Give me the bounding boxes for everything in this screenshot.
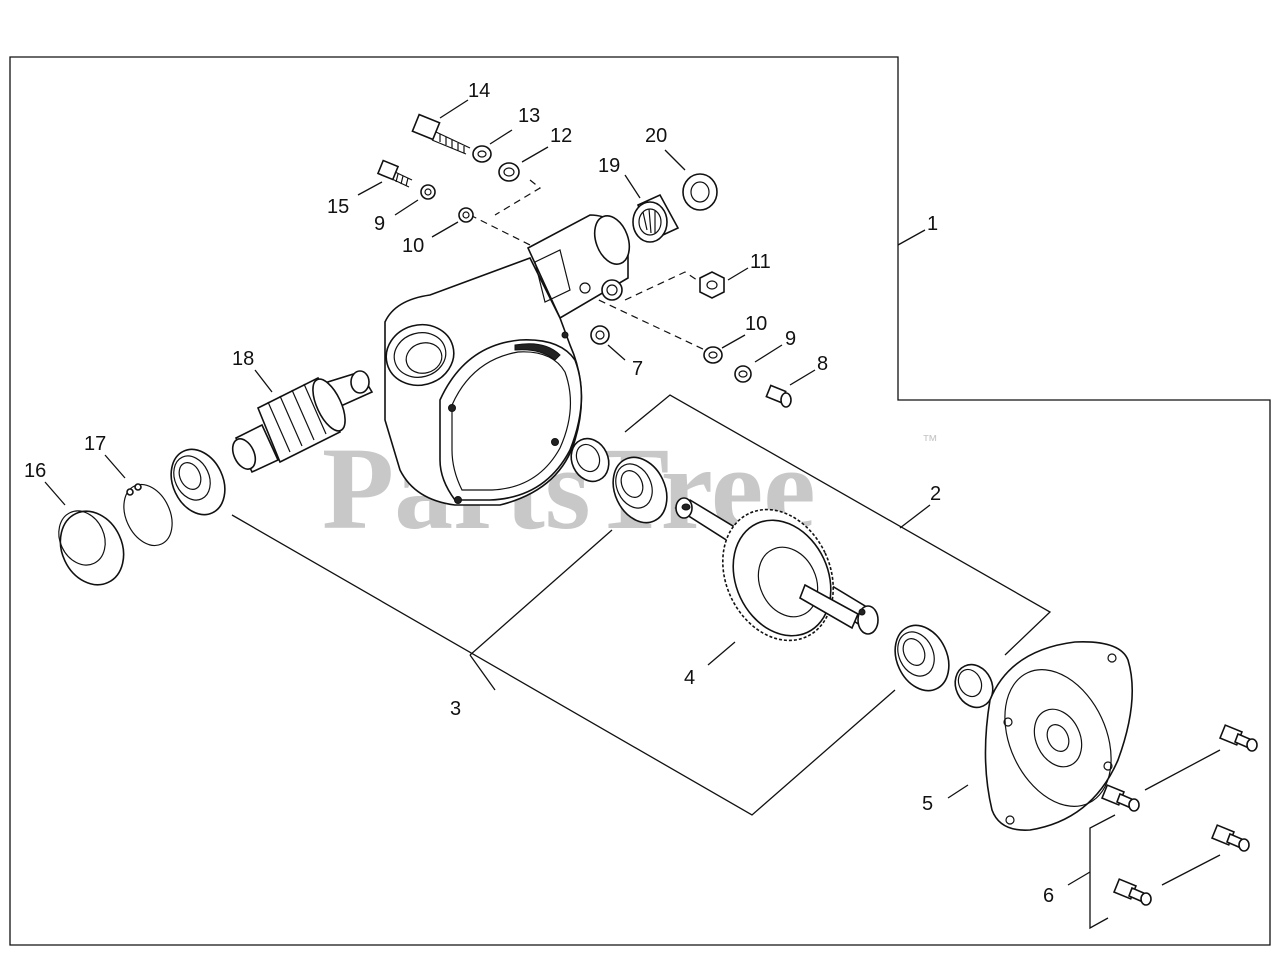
callout-9-upper: 9: [374, 213, 385, 235]
callout-13: 13: [518, 105, 540, 127]
spacer-right: [954, 663, 994, 709]
callout-7: 7: [632, 358, 643, 380]
washer-part-9-upper: [420, 184, 436, 200]
callout-15: 15: [327, 196, 349, 218]
watermark-trademark: ™: [922, 433, 938, 450]
worm-shaft-part-18: [231, 370, 374, 474]
spacer-left: [570, 437, 610, 483]
callout-2: 2: [930, 483, 941, 505]
gear-housing-part-1: [384, 214, 631, 506]
washer-part-7: [590, 325, 610, 345]
washer-part-10-upper: [458, 207, 474, 223]
diagram-frame: [9, 56, 1271, 946]
seal-part-20: [682, 173, 718, 211]
callout-1: 1: [927, 213, 938, 235]
washer-part-13: [472, 145, 492, 163]
callout-3: 3: [450, 698, 461, 720]
bearing-right: [894, 624, 950, 692]
cover-part-5: [984, 641, 1134, 831]
bearing-center: [612, 456, 668, 524]
callout-10-upper: 10: [402, 235, 424, 257]
bolts-part-6: [1100, 724, 1258, 906]
nut-part-11: [699, 271, 725, 299]
leader-lines: [44, 99, 1221, 930]
callout-20: 20: [645, 125, 667, 147]
callout-labels: 1 2 3 4 5 6 7 8 9 9 10 10 11 12 13 14 15…: [24, 80, 1054, 907]
callout-12: 12: [550, 125, 572, 147]
washer-part-10-right: [703, 346, 723, 364]
ring-part-16: [58, 510, 125, 586]
callout-17: 17: [84, 433, 106, 455]
bearing-left: [170, 448, 226, 516]
needle-bearing-part-19: [632, 193, 680, 243]
callout-9-right: 9: [785, 328, 796, 350]
bolt-part-14: [411, 113, 471, 155]
callout-4: 4: [684, 667, 695, 689]
snap-ring-part-17: [123, 483, 173, 547]
callout-10-right: 10: [745, 313, 767, 335]
callout-6: 6: [1043, 885, 1054, 907]
callout-5: 5: [922, 793, 933, 815]
callout-16: 16: [24, 460, 46, 482]
screw-part-8: [765, 384, 792, 408]
washer-part-9-right: [734, 365, 752, 383]
callout-14: 14: [468, 80, 490, 102]
washer-part-12: [498, 162, 520, 182]
callout-11: 11: [750, 251, 771, 273]
callout-19: 19: [598, 155, 620, 177]
callout-18: 18: [232, 348, 254, 370]
gear-shaft-part-4: [674, 497, 879, 642]
bolt-part-15: [376, 159, 413, 188]
callout-8: 8: [817, 353, 828, 375]
